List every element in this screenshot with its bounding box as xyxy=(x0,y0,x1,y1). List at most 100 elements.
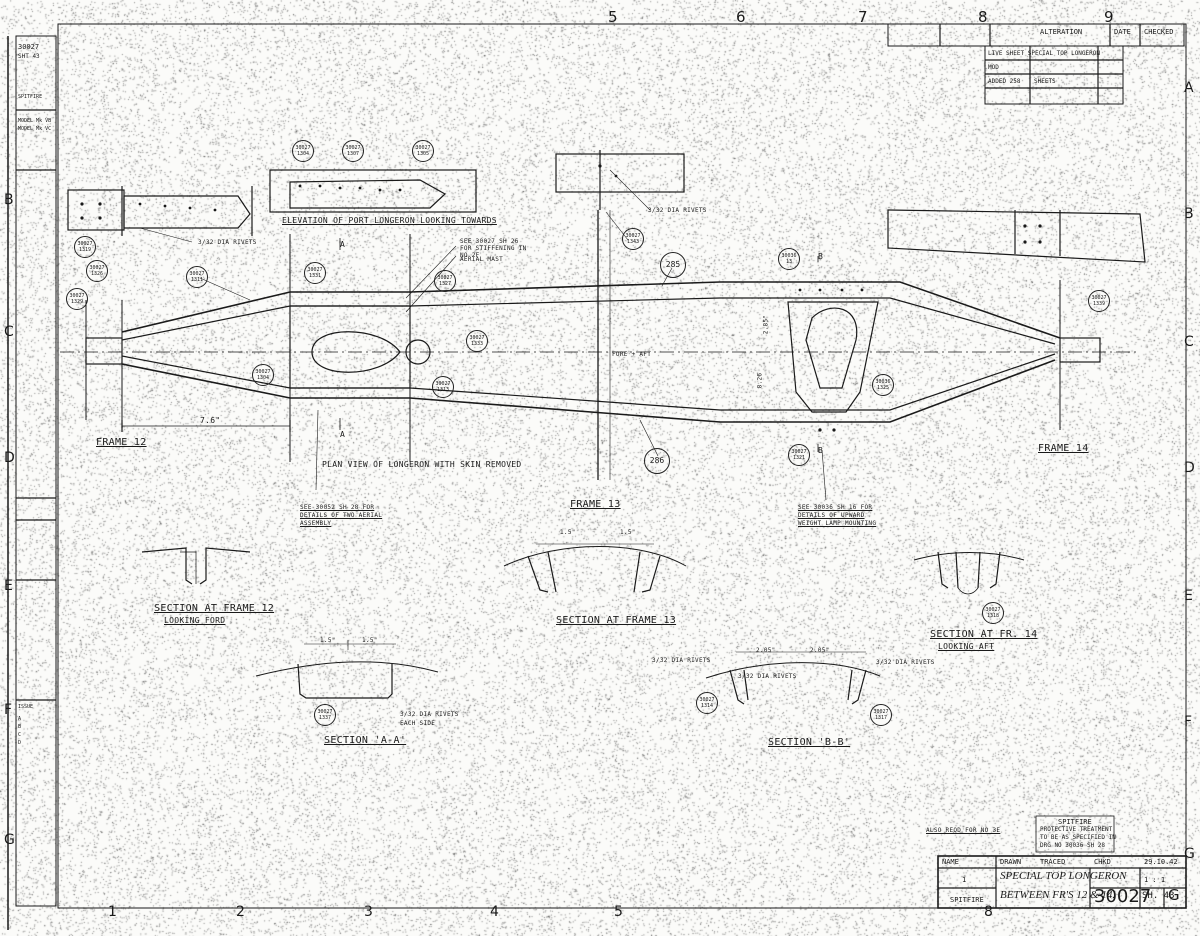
section-bb-title: SECTION 'B-B' xyxy=(768,737,851,748)
left-strip-cell: A xyxy=(18,716,22,722)
sheet-border xyxy=(57,23,1187,909)
revision-row: SHEETS xyxy=(1034,78,1056,85)
part-bubble: 30027 1313 xyxy=(432,376,454,398)
elevation-title: ELEVATION OF PORT LONGERON LOOKING TOWAR… xyxy=(282,216,497,225)
longeron-lower-outer xyxy=(121,359,1056,423)
drawing-title-line2: BETWEEN FR'S 12 & 14. xyxy=(1000,889,1116,901)
part-bubble: 30027 1307 xyxy=(342,140,364,162)
frame13-fitting xyxy=(555,153,685,193)
grid-letter-right: A xyxy=(1184,80,1194,96)
part-bubble: 30027 1327 xyxy=(434,270,456,292)
revision-row: ADDED 258 xyxy=(988,78,1021,85)
centerline-label: FORE + AFT xyxy=(612,351,652,358)
end-fitting-left xyxy=(67,189,125,231)
frame14-fitting xyxy=(887,209,1146,263)
grid-number-bottom: 4 xyxy=(490,904,499,920)
rivet-note: 3/32 DIA RIVETS xyxy=(198,239,257,246)
dimension-7-6: 7.6" xyxy=(200,416,221,425)
part-bubble: 30027 1304 xyxy=(292,140,314,162)
title-block-checked-label: CHKD xyxy=(1094,858,1111,866)
title-block-scale-text: 1 : 1 xyxy=(1144,876,1166,884)
left-strip-cell: SPITFIRE xyxy=(18,94,43,100)
section-fr13-title: SECTION AT FRAME 13 xyxy=(556,615,677,626)
grid-number-top: 7 xyxy=(858,8,868,26)
grid-number-bottom: 1 xyxy=(108,904,117,920)
section-fr14-skin xyxy=(913,552,1025,561)
grid-number-bottom: 3 xyxy=(364,904,373,920)
frame14-end xyxy=(1059,337,1101,363)
part-bubble-286: 286 xyxy=(644,448,670,474)
part-bubble: 30027 1321 xyxy=(788,444,810,466)
rivet-note: 3/32 DIA RIVETS xyxy=(648,207,707,214)
section-fr14-title: SECTION AT FR. 14 xyxy=(930,629,1038,640)
rivet-note: 3/32 DIA RIVETS xyxy=(738,673,797,680)
longeron-end-taper xyxy=(123,195,251,229)
title-block-type: SPITFIRE xyxy=(950,896,984,904)
part-bubble: 30027 1326 xyxy=(86,260,108,282)
section-fr12-right xyxy=(199,547,251,585)
rivet-each-side-note: 3/32 DIA RIVETS EACH SIDE xyxy=(400,711,459,727)
grid-letter-left: B xyxy=(4,192,14,208)
dimension-1-5: 1.5" xyxy=(560,529,576,536)
left-strip-cell: ISSUE xyxy=(18,704,34,710)
grid-number-top: 8 xyxy=(978,8,988,26)
grid-letter-left: G xyxy=(4,832,15,848)
left-strip-cell: SHT 43 xyxy=(18,53,40,60)
protective-note-line: SPITFIRE xyxy=(1058,818,1092,826)
grid-letter-left: C xyxy=(4,324,14,340)
longeron-elevation xyxy=(269,169,477,213)
frame13-label: FRAME 13 xyxy=(570,499,621,510)
frame12-end xyxy=(85,337,123,365)
grid-number-bottom: 8 xyxy=(984,904,993,920)
protective-note-line: TO BE AS SPECIFIED IN xyxy=(1040,834,1116,841)
part-bubble: 30027 1343 xyxy=(622,228,644,250)
section-b-marker: B xyxy=(818,252,824,261)
section-fr13-skin xyxy=(503,546,687,567)
part-bubble-285: 285 xyxy=(660,252,686,278)
left-strip-cell: B xyxy=(18,724,22,730)
protective-note-line: DRG NO 30036 SH 28 xyxy=(1040,842,1106,849)
revision-row: LIVE SHEET SPECIAL TOP LONGERON xyxy=(988,50,1100,57)
lamp-mount-cutout xyxy=(805,307,858,389)
sheet-letter: G xyxy=(1168,886,1180,904)
revision-header: ALTERATION xyxy=(1040,28,1083,36)
section-bb-skin xyxy=(705,662,881,679)
drawing-number: 30027 xyxy=(1094,886,1152,907)
rivets xyxy=(80,164,1042,432)
part-bubble: 30027 1317 xyxy=(870,704,892,726)
section-aa-title: SECTION 'A-A' xyxy=(324,735,407,746)
grid-number-bottom: 2 xyxy=(236,904,245,920)
protective-note-line: PROTECTIVE TREATMENT xyxy=(1040,826,1113,833)
title-block-name-label: NAME xyxy=(942,858,959,866)
dimension-1-5: 1.5" xyxy=(362,637,378,644)
aerial-assembly-note: SEE 30052 SH 28 FOR DETAILS OF TWO AERIA… xyxy=(300,504,383,527)
revision-header: CHECKED xyxy=(1144,28,1174,36)
part-bubble: 30027 1304 xyxy=(252,364,274,386)
section-fr14-subtitle: LOOKING AFT xyxy=(938,642,995,651)
drawing-title-line1: SPECIAL TOP LONGERON xyxy=(1000,870,1127,882)
left-strip-cell: MODEL Mk VB xyxy=(18,118,52,124)
part-bubble: 30027 1311 xyxy=(186,266,208,288)
title-block-scale: 1 xyxy=(962,876,967,884)
section-aa-skin xyxy=(255,661,439,677)
also-reqd-note: ALSO REQD FOR NO 3E xyxy=(926,827,1001,834)
plan-view-title: PLAN VIEW OF LONGERON WITH SKIN REMOVED xyxy=(322,460,522,469)
left-strip-cell: C xyxy=(18,732,22,738)
left-strip xyxy=(15,35,57,907)
left-strip-cell: D xyxy=(18,740,22,746)
left-strip-cell: MODEL Mk VC xyxy=(18,126,52,132)
dimension-2-85: 2.85" xyxy=(762,314,770,335)
grid-number-bottom: 5 xyxy=(614,904,623,920)
sheet-number: SH. 43 xyxy=(1142,891,1175,901)
section-a-marker: A xyxy=(340,240,346,249)
rivet-note: 3/32 DIA RIVETS xyxy=(652,657,711,664)
lightening-hole-oval xyxy=(311,331,401,373)
lightening-hole-round xyxy=(405,339,431,365)
part-bubble: 30027 1329 xyxy=(66,288,88,310)
stiffening-note: SEE 30027 SH 26 FOR STIFFENING IN NO 2F xyxy=(460,238,527,259)
grid-letter-right: G xyxy=(1184,846,1195,862)
frame14-label: FRAME 14 xyxy=(1038,443,1089,454)
section-aa-channel xyxy=(297,663,393,699)
grid-letter-left: E xyxy=(4,578,13,594)
